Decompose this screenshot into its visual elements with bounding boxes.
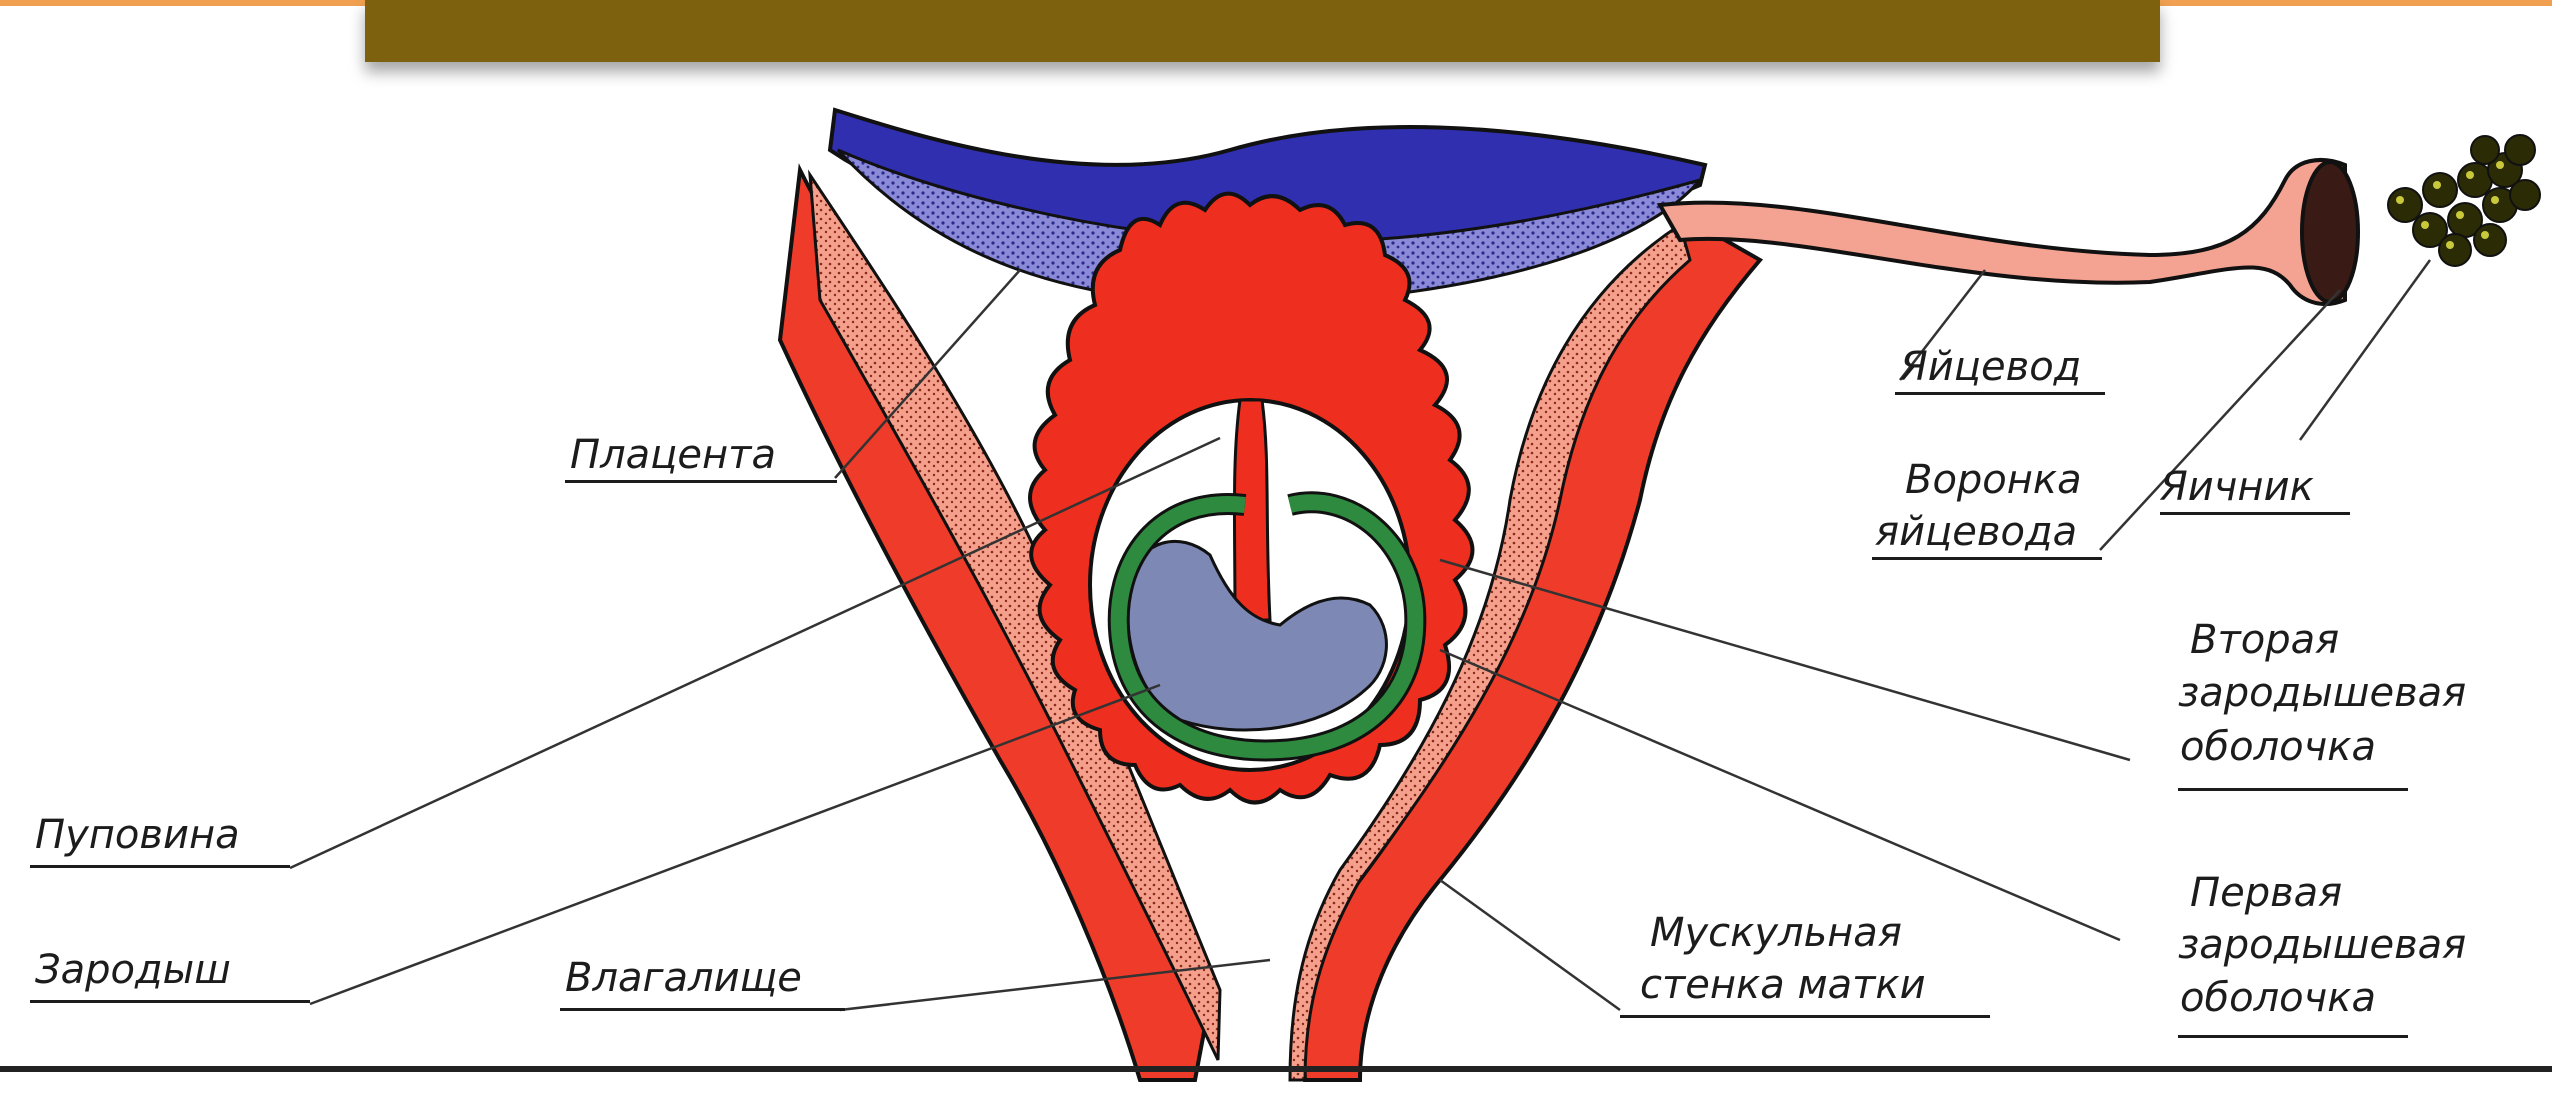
label-umbilical-cord: Пуповина	[35, 810, 240, 860]
label-oviduct: Яйцевод	[1900, 342, 2081, 392]
label-funnel-2: яйцевода	[1875, 507, 2077, 557]
label-vagina: Влагалище	[565, 953, 802, 1003]
underline-ovary	[2160, 512, 2350, 515]
label-second-membrane-2: зародышевая	[2178, 668, 2466, 718]
bottom-rule	[0, 1066, 2552, 1072]
label-ovary: Яичник	[2160, 462, 2314, 512]
label-funnel-1: Воронка	[1905, 455, 2082, 505]
underline-second-membrane	[2178, 788, 2408, 791]
underline-placenta	[565, 480, 837, 483]
ovary	[2388, 135, 2540, 266]
label-first-membrane-3: оболочка	[2180, 973, 2376, 1023]
oviduct	[1660, 160, 2345, 304]
underline-umbilical-cord	[30, 865, 290, 868]
underline-first-membrane	[2178, 1035, 2408, 1038]
underline-embryo	[30, 1000, 310, 1003]
underline-vagina	[560, 1008, 845, 1011]
oviduct-funnel	[2302, 162, 2358, 302]
underline-funnel	[1872, 557, 2102, 560]
underline-muscular-wall	[1620, 1015, 1990, 1018]
label-second-membrane-1: Вторая	[2190, 615, 2339, 665]
label-first-membrane-2: зародышевая	[2178, 920, 2466, 970]
label-first-membrane-1: Первая	[2190, 868, 2342, 918]
label-muscular-wall-1: Мускульная	[1650, 908, 1902, 958]
label-placenta: Плацента	[570, 430, 776, 480]
label-muscular-wall-2: стенка матки	[1640, 960, 1926, 1010]
label-second-membrane-3: оболочка	[2180, 722, 2376, 772]
underline-oviduct	[1895, 392, 2105, 395]
label-embryo: Зародыш	[35, 945, 231, 995]
